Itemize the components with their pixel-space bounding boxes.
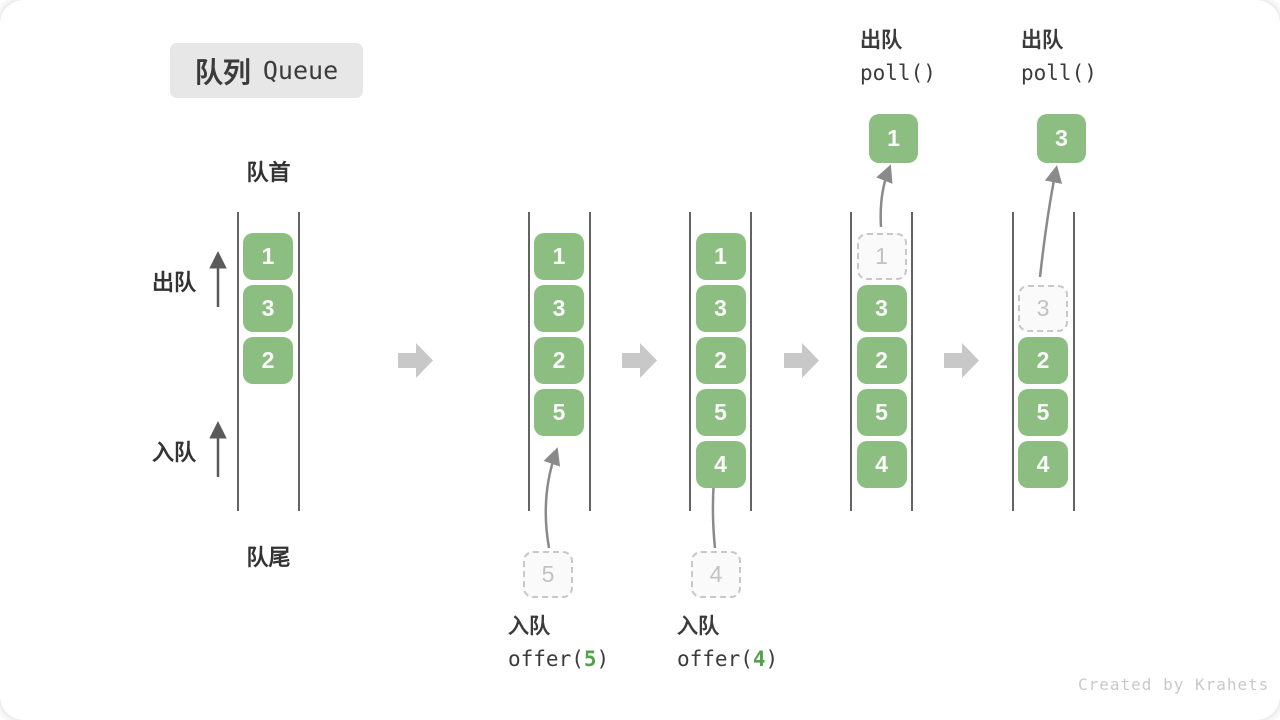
queue-rear-label: 队尾 xyxy=(246,545,291,570)
queue-element: 5 xyxy=(856,389,907,436)
queue-element: 3 xyxy=(695,285,746,332)
enqueue-op-zh: 入队 xyxy=(508,615,550,638)
queue-rail-right xyxy=(911,212,913,511)
staged-enqueue-element: 4 xyxy=(691,551,741,598)
enqueue-operation-label: 入队 offer(5) xyxy=(508,610,609,676)
watermark-credit: Created by Krahets xyxy=(1078,675,1270,694)
enqueue-op-zh: 入队 xyxy=(677,615,719,638)
dequeue-side-label: 出队 xyxy=(152,270,197,295)
state-transition-arrow xyxy=(622,343,657,378)
queue-element: 1 xyxy=(695,233,746,280)
queue-rail-left xyxy=(689,212,691,511)
enqueue-op-code: offer(4) xyxy=(677,647,779,671)
queue-element: 5 xyxy=(695,389,746,436)
queue-element: 2 xyxy=(1018,337,1068,384)
dequeue-operation-label: 出队 poll() xyxy=(860,24,936,90)
diagram-title-zh: 队列 xyxy=(194,56,251,88)
diagram-title-box: 队列 Queue xyxy=(170,43,363,98)
dequeue-motion-arrow xyxy=(1038,165,1063,278)
queue-element-removed: 3 xyxy=(1018,285,1068,332)
queue-rail-left xyxy=(1011,212,1014,511)
queue-rail-right xyxy=(750,212,752,511)
state-transition-arrow xyxy=(784,343,819,378)
queue-element: 3 xyxy=(534,285,584,332)
dequeue-op-zh: 出队 xyxy=(860,29,902,52)
queue-rail-right xyxy=(297,212,300,511)
queue-element: 1 xyxy=(243,233,293,280)
dequeued-element: 3 xyxy=(1037,114,1086,163)
enqueue-side-label: 入队 xyxy=(152,440,197,465)
queue-rail-left xyxy=(850,212,852,511)
enqueue-motion-arrow xyxy=(543,447,561,549)
queue-element: 3 xyxy=(243,285,293,332)
queue-element: 3 xyxy=(856,285,907,332)
queue-element: 2 xyxy=(534,337,584,384)
state-transition-arrow xyxy=(944,343,979,378)
queue-element: 5 xyxy=(1018,389,1068,436)
dequeue-op-code: poll() xyxy=(860,61,936,85)
diagram-title-en: Queue xyxy=(262,56,339,85)
queue-rail-left xyxy=(236,212,239,511)
queue-front-label: 队首 xyxy=(246,160,291,185)
queue-element: 4 xyxy=(695,441,746,488)
queue-element: 2 xyxy=(243,337,293,384)
dequeue-operation-label: 出队 poll() xyxy=(1021,24,1097,90)
dequeue-motion-arrow xyxy=(876,164,893,228)
queue-rail-left xyxy=(527,212,530,511)
dequeue-op-zh: 出队 xyxy=(1021,29,1063,52)
queue-element: 2 xyxy=(856,337,907,384)
queue-element: 4 xyxy=(1018,441,1068,488)
queue-element-removed: 1 xyxy=(856,233,907,280)
queue-element: 5 xyxy=(534,389,584,436)
queue-element: 1 xyxy=(534,233,584,280)
enqueue-op-code: offer(5) xyxy=(508,647,610,671)
queue-element: 2 xyxy=(695,337,746,384)
enqueue-operation-label: 入队 offer(4) xyxy=(677,610,778,676)
queue-element: 4 xyxy=(856,441,907,488)
state-transition-arrow xyxy=(398,343,433,378)
dequeue-op-code: poll() xyxy=(1021,61,1097,85)
dequeued-element: 1 xyxy=(869,114,918,163)
queue-rail-right xyxy=(1072,212,1075,511)
queue-rail-right xyxy=(588,212,591,511)
staged-enqueue-element: 5 xyxy=(523,551,573,598)
